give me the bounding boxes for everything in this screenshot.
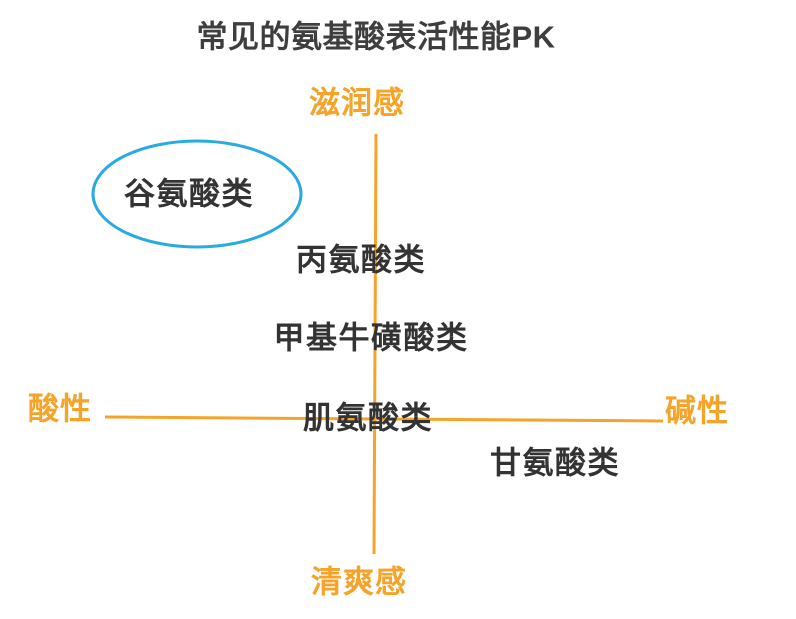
item-label-glycine: 甘氨酸类: [490, 445, 620, 481]
axis-label-left: 酸性: [28, 391, 92, 427]
horizontal-axis-line: [104, 415, 664, 423]
item-label-glutamic-acid: 谷氨酸类: [124, 176, 254, 212]
axis-label-right: 碱性: [665, 393, 729, 429]
diagram-title: 常见的氨基酸表活性能PK: [196, 19, 556, 55]
axis-label-top: 滋润感: [309, 85, 405, 121]
item-label-alanine: 丙氨酸类: [296, 242, 426, 278]
item-label-methyl-taurine: 甲基牛磺酸类: [273, 320, 469, 356]
item-label-sarcosine: 肌氨酸类: [303, 400, 433, 436]
vertical-axis-line: [372, 133, 378, 555]
axis-label-bottom: 清爽感: [311, 564, 407, 600]
highlight-ellipse: [91, 139, 303, 249]
